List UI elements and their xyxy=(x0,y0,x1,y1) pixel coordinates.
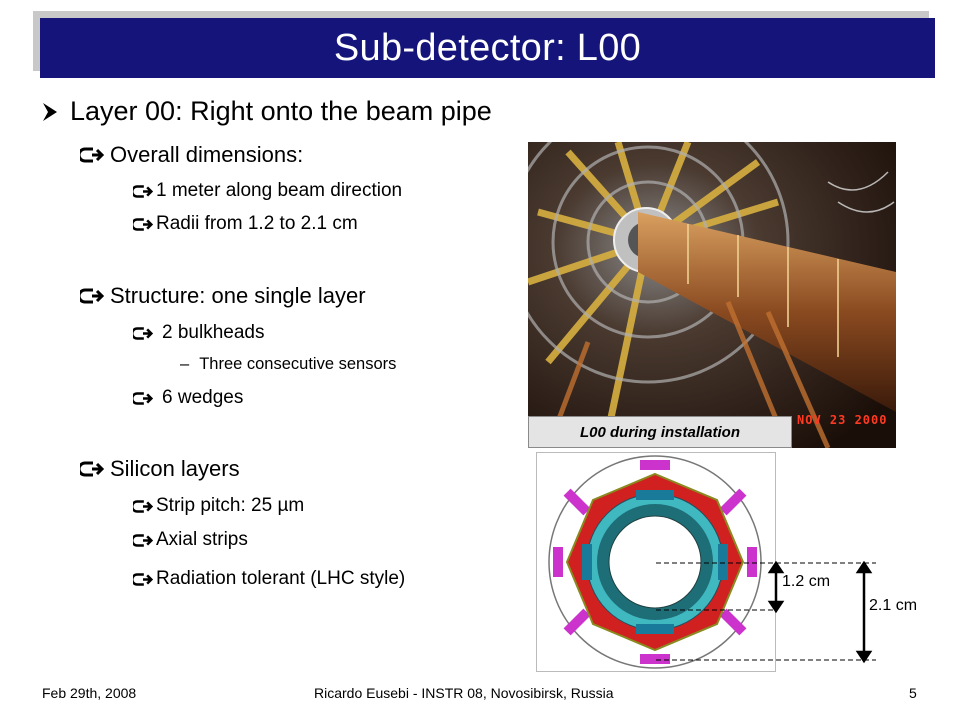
curved-arrow-bullet-icon xyxy=(133,217,153,232)
arrowhead-bullet-icon xyxy=(42,102,58,122)
bullet-text: Structure: one single layer xyxy=(110,283,366,308)
installation-photo xyxy=(528,142,896,448)
bullet-silicon: Silicon layers xyxy=(80,456,240,482)
bullet-structure: Structure: one single layer xyxy=(80,283,366,309)
bullet-pitch: Strip pitch: 25 µm xyxy=(133,495,304,517)
bullet-text: 6 wedges xyxy=(162,387,244,408)
curved-arrow-bullet-icon xyxy=(80,460,104,478)
curved-arrow-bullet-icon xyxy=(80,287,104,305)
curved-arrow-bullet-icon xyxy=(80,146,104,164)
bullet-text: Radii from 1.2 to 2.1 cm xyxy=(156,213,358,234)
bullet-text: Axial strips xyxy=(156,529,248,550)
bullet-axial: Axial strips xyxy=(133,529,248,551)
curved-arrow-bullet-icon xyxy=(133,184,153,199)
curved-arrow-bullet-icon xyxy=(133,572,153,587)
cross-section-diagram xyxy=(536,452,776,672)
bullet-wedges: 6 wedges xyxy=(133,387,243,409)
bullet-radii: Radii from 1.2 to 2.1 cm xyxy=(133,213,358,235)
outer-radius-label: 2.1 cm xyxy=(869,597,918,614)
bullet-text: Layer 00: Right onto the beam pipe xyxy=(70,96,492,126)
bullet-text: Silicon layers xyxy=(110,456,240,481)
curved-arrow-bullet-icon xyxy=(133,499,153,514)
bullet-text: 1 meter along beam direction xyxy=(156,180,403,201)
curved-arrow-bullet-icon xyxy=(133,391,153,406)
page-number: 5 xyxy=(909,685,917,701)
photo-caption: L00 during installation xyxy=(528,416,792,448)
radius-dimensions xyxy=(656,560,876,664)
footer-date: Feb 29th, 2008 xyxy=(42,685,137,701)
bullet-text: Three consecutive sensors xyxy=(199,355,397,373)
bullet-text: 2 bulkheads xyxy=(162,322,265,343)
bullet-bulkheads: 2 bulkheads xyxy=(133,322,264,344)
inner-radius-label: 1.2 cm xyxy=(782,573,831,590)
bullet-radiation: Radiation tolerant (LHC style) xyxy=(133,568,405,590)
bullet-text: Overall dimensions: xyxy=(110,142,304,167)
slide-title: Sub-detector: L00 xyxy=(333,26,642,69)
bullet-length: 1 meter along beam direction xyxy=(133,180,402,202)
bullet-sensors: – Three consecutive sensors xyxy=(180,355,396,374)
dash-bullet: – xyxy=(180,355,190,373)
bullet-text: Radiation tolerant (LHC style) xyxy=(156,568,406,589)
date-stamp: NOV 23 2000 xyxy=(797,413,888,427)
curved-arrow-bullet-icon xyxy=(133,533,153,548)
curved-arrow-bullet-icon xyxy=(133,326,153,341)
footer-center: Ricardo Eusebi - INSTR 08, Novosibirsk, … xyxy=(314,685,614,701)
title-bar: Sub-detector: L00 xyxy=(40,18,935,78)
bullet-main: Layer 00: Right onto the beam pipe xyxy=(42,96,492,127)
bullet-text: Strip pitch: 25 µm xyxy=(156,495,305,516)
bullet-overall: Overall dimensions: xyxy=(80,142,303,168)
